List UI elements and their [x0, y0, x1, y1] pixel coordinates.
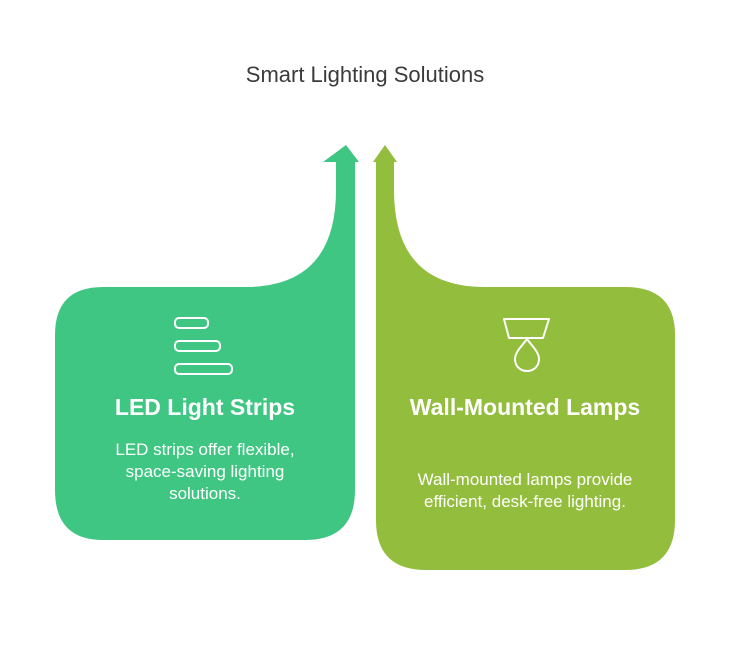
wall-card-title: Wall-Mounted Lamps: [409, 394, 641, 420]
diagram-title: Smart Lighting Solutions: [245, 62, 485, 87]
lamp-icon: [503, 318, 550, 372]
led-card-body: [55, 145, 359, 540]
wall-card-body: [373, 145, 675, 570]
wall-card-shape: [373, 145, 675, 570]
wall-card-description: Wall-mounted lamps provide efficient, de…: [417, 470, 633, 511]
led-card-title: LED Light Strips: [114, 394, 296, 420]
led-strips-icon: [174, 317, 233, 375]
led-card-description: LED strips offer flexible, space-saving …: [115, 440, 295, 503]
led-card-shape: [55, 145, 359, 540]
